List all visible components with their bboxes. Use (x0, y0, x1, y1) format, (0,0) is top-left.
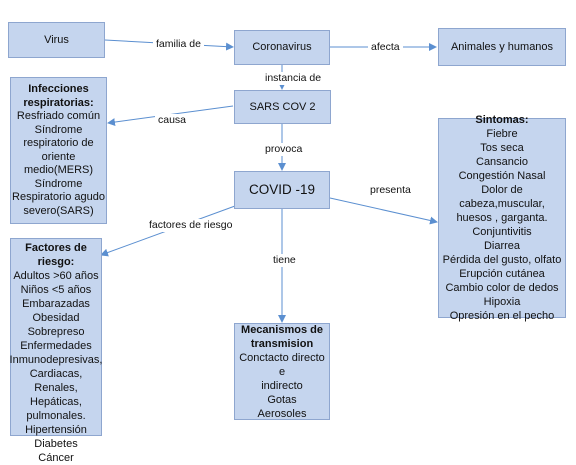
sintomas-item: huesos , garganta. (456, 212, 548, 224)
sintomas-item: Hipoxia (483, 296, 521, 308)
infecciones-item: medio(MERS) (23, 164, 94, 176)
node-covid-19: COVID -19 (234, 171, 330, 209)
node-infecciones-respiratorias: Infecciones respiratorias: Resfriado com… (10, 77, 107, 224)
edge-label-factores-de-riesgo: factores de riesgo (146, 219, 236, 232)
infecciones-title-1: Infecciones (28, 83, 89, 95)
mecanismos-item: indirecto (261, 379, 303, 392)
edge-label-tiene: tiene (270, 254, 299, 267)
factores-item: Niños <5 años (20, 284, 92, 296)
node-coronavirus-label: Coronavirus (252, 41, 312, 54)
edge-label-causa: causa (155, 114, 190, 127)
node-virus-label: Virus (44, 33, 69, 46)
sintomas-item: Dolor de cabeza,muscular, (459, 184, 545, 210)
edge-label-instancia-de: instancia de (262, 72, 325, 85)
node-animales-humanos: Animales y humanos (438, 28, 566, 66)
node-sintomas: Sintomas: Fiebre Tos seca Cansancio Cong… (438, 114, 566, 322)
sintomas-item: Pérdida del gusto, olfato (442, 254, 562, 266)
sintomas-item: Conjuntivitis (472, 226, 532, 238)
sintomas-item: Cansancio (476, 156, 528, 168)
sintomas-item: Opresión en el pecho (449, 310, 555, 322)
node-animales-label: Animales y humanos (450, 40, 554, 53)
sintomas-title: Sintomas: (475, 114, 529, 126)
node-sars-cov-2: SARS COV 2 (234, 90, 331, 124)
infecciones-title-2: respiratorias: (23, 96, 94, 109)
factores-item: Adultos >60 años (13, 270, 99, 282)
factores-item: Inmunodepresivas, (9, 354, 103, 366)
node-covid-label: COVID -19 (248, 181, 316, 197)
factores-item: pulmonales. (26, 410, 86, 422)
factores-item: Diabetes (34, 438, 78, 450)
infecciones-item: severo(SARS) (23, 204, 94, 217)
factores-item: Cáncer (38, 452, 74, 464)
node-mecanismos-de-transmision: Mecanismos de transmision Conctacto dire… (234, 323, 330, 420)
sintomas-item: Cambio color de dedos (445, 282, 559, 294)
sintomas-item: Diarrea (483, 240, 521, 252)
factores-item: Sobrepreso (27, 326, 85, 338)
sintomas-item: Congestión Nasal (458, 170, 546, 182)
infecciones-item: Síndrome (34, 123, 83, 136)
infecciones-item: Síndrome (34, 177, 83, 190)
factores-item: Enfermedades (20, 340, 92, 352)
infecciones-item: oriente (41, 150, 76, 163)
factores-item: Embarazadas (22, 298, 90, 310)
factores-item: Cardiacas, Renales, (29, 368, 83, 394)
factores-item: Hepáticas, (30, 396, 82, 408)
edge-label-afecta: afecta (368, 41, 403, 54)
factores-item: Obesidad (32, 312, 80, 324)
edge-label-provoca: provoca (262, 143, 306, 156)
node-sars-label: SARS COV 2 (249, 100, 316, 113)
infecciones-item: Resfriado común (16, 110, 101, 122)
mecanismos-item: Conctacto directo e (239, 351, 325, 378)
sintomas-item: Fiebre (486, 128, 518, 140)
factores-title: Factores de riesgo: (25, 242, 87, 268)
infecciones-item: respiratorio de (23, 137, 94, 149)
edge-covid-sintomas (329, 197, 438, 225)
edge-label-familia-de: familia de (153, 38, 204, 51)
mecanismos-item: Gotas (267, 393, 297, 406)
sintomas-item: Erupción cutánea (459, 268, 545, 280)
sintomas-item: Tos seca (480, 142, 524, 154)
node-factores-de-riesgo: Factores de riesgo: Adultos >60 años Niñ… (9, 238, 103, 464)
mecanismos-item: Aerosoles (257, 407, 307, 420)
factores-item: Hipertensión (25, 424, 87, 436)
mecanismos-title-2: transmision (250, 337, 314, 350)
edge-label-presenta: presenta (367, 184, 414, 197)
infecciones-item: Respiratorio agudo (12, 191, 105, 203)
mecanismos-title-1: Mecanismos de (241, 323, 323, 336)
node-coronavirus: Coronavirus (234, 30, 330, 65)
node-virus: Virus (8, 22, 105, 58)
